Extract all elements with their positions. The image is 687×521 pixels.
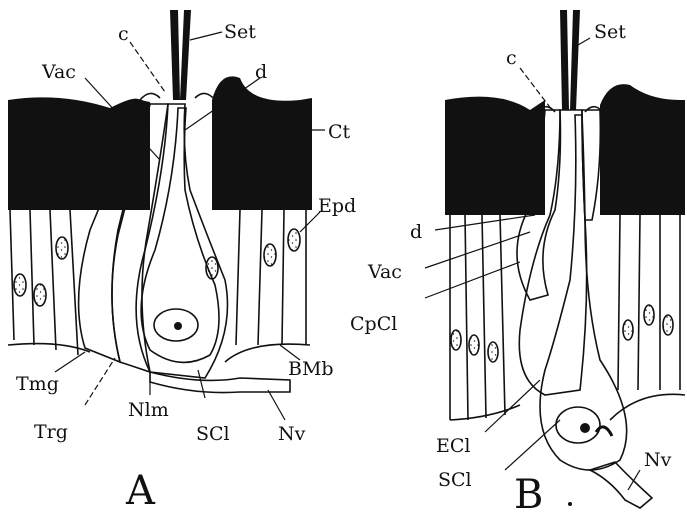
label-ecl-b: ECl (436, 435, 470, 457)
cuticle-b (445, 97, 545, 215)
label-set-a: Set (224, 21, 256, 43)
sense-cell-nucleus-b (556, 407, 600, 443)
label-nv-b: Nv (644, 449, 672, 471)
label-d-b: d (410, 221, 422, 243)
panel-letter-a: A (125, 468, 156, 514)
label-c-b: c (506, 47, 517, 69)
label-trg-a: Trg (34, 421, 68, 443)
panel-letter-b: B (514, 472, 543, 516)
label-bmb-a: BMb (288, 358, 334, 380)
panel-a: Set c Vac d Ct Epd BMb Tmg Trg Nlm SCl N… (8, 10, 356, 514)
cuticle-b-right (600, 84, 685, 215)
cuticle-a-right (212, 76, 312, 210)
label-vac-a: Vac (41, 61, 76, 83)
label-set-b: Set (594, 21, 626, 43)
label-cpcl-b: CpCl (350, 313, 397, 335)
label-epd-a: Epd (318, 195, 356, 217)
label-d-a: d (255, 61, 267, 83)
label-tmg-a: Tmg (16, 373, 59, 395)
label-vac-b: Vac (367, 261, 402, 283)
label-ct-a: Ct (328, 121, 351, 143)
basement-membrane-a (8, 344, 310, 362)
label-c-a: c (118, 23, 129, 45)
seta-a (170, 10, 191, 100)
panel-b: Set c d Vac CpCl ECl SCl Nv B (350, 10, 685, 516)
label-scl-b: SCl (438, 469, 472, 491)
label-nlm-a: Nlm (128, 399, 169, 421)
seta-b (560, 10, 580, 110)
label-scl-a: SCl (196, 423, 230, 445)
label-nv-a: Nv (278, 423, 306, 445)
